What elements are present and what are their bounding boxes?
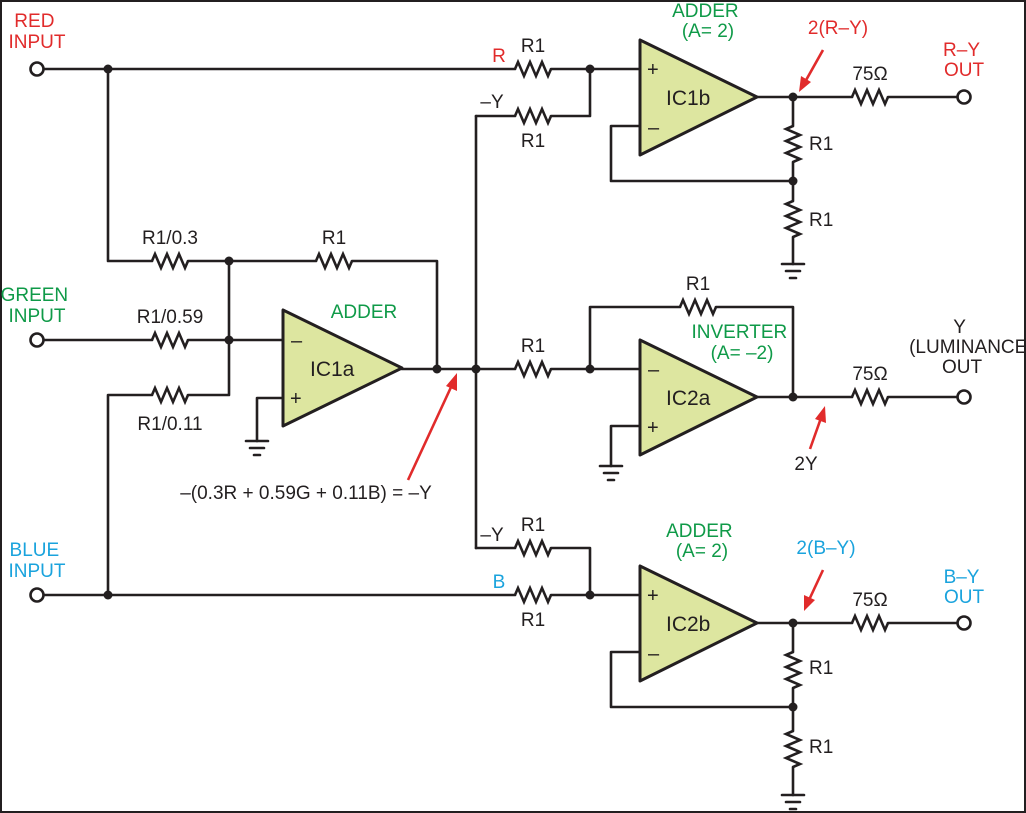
arrow-2y bbox=[808, 406, 826, 450]
green-input-label: GREEN INPUT bbox=[1, 285, 74, 327]
resistor-label-r1-feedback: R1 bbox=[322, 228, 346, 249]
out-signal-2y: 2Y bbox=[794, 454, 818, 475]
resistor-r1-ic2a-feedback bbox=[678, 296, 718, 318]
pin-plus: + bbox=[290, 388, 302, 410]
resistor-r1-ic2b-div-bottom bbox=[782, 729, 804, 769]
resistor-r1-red bbox=[513, 58, 553, 80]
resistor-r1-neg-y-top bbox=[513, 105, 553, 127]
terminal-by-out bbox=[956, 615, 972, 631]
terminal-red-input bbox=[29, 61, 45, 77]
ic2b-title: ADDER (A= 2) bbox=[666, 521, 738, 562]
resistor-label-r1-neg-y-bottom: R1 bbox=[521, 515, 545, 536]
resistor-label-ic1b-div-bottom: R1 bbox=[809, 210, 833, 231]
resistor-75-by bbox=[850, 612, 890, 634]
resistor-label-ic2b-div-top: R1 bbox=[809, 658, 833, 679]
out-signal-2by: 2(B–Y) bbox=[796, 538, 855, 559]
opamp-ic2a: – + IC2a bbox=[638, 338, 759, 457]
resistor-75-y bbox=[850, 386, 890, 408]
ic1a-label: IC1a bbox=[310, 358, 355, 381]
wires bbox=[42, 67, 959, 797]
pin-plus: + bbox=[647, 585, 659, 607]
pin-minus: – bbox=[648, 359, 660, 381]
opamp-ic1b: + – IC1b bbox=[638, 38, 759, 157]
resistor-r1-0.59 bbox=[150, 329, 190, 351]
ground-symbol-ic1a bbox=[244, 439, 270, 457]
pin-plus: + bbox=[647, 417, 659, 439]
resistor-75-ry bbox=[850, 86, 890, 108]
opamp-ic2b: + – IC2b bbox=[638, 564, 759, 683]
resistor-label-r1-0.11: R1/0.11 bbox=[137, 414, 202, 435]
resistor-label-75-y: 75Ω bbox=[852, 364, 887, 385]
resistor-r1-ic1b-div-bottom bbox=[782, 199, 804, 239]
out-signal-2ry: 2(R–Y) bbox=[808, 18, 868, 39]
y-output-label: Y (LUMINANCE) OUT bbox=[909, 317, 1026, 378]
resistor-label-r1-ic2a-feedback: R1 bbox=[686, 274, 710, 295]
terminal-y-out bbox=[956, 389, 972, 405]
ground-symbol-ic1b bbox=[780, 262, 806, 280]
ic1b-label: IC1b bbox=[666, 87, 710, 110]
junction-nodes bbox=[103, 64, 798, 712]
arrow-neg-y bbox=[406, 373, 457, 481]
terminals bbox=[29, 61, 972, 631]
blue-input-label: BLUE INPUT bbox=[9, 540, 66, 582]
annotation-arrows bbox=[406, 49, 826, 611]
resistor-r1-ic2b-div-top bbox=[782, 650, 804, 690]
ground-symbol-ic2a bbox=[598, 464, 624, 482]
ry-output-label: R–Y OUT bbox=[943, 40, 985, 81]
resistor-r1-ic1b-div-top bbox=[782, 124, 804, 164]
resistor-label-r1-0.59: R1/0.59 bbox=[137, 307, 204, 328]
signal-neg-y-bottom-label: –Y bbox=[480, 525, 504, 546]
resistor-label-75-by: 75Ω bbox=[852, 590, 887, 611]
resistor-r1-neg-y-bottom bbox=[513, 537, 553, 559]
resistor-r1-0.11 bbox=[150, 384, 190, 406]
resistor-label-r1-ic2a-in: R1 bbox=[521, 336, 545, 357]
resistor-label-75-ry: 75Ω bbox=[852, 64, 887, 85]
red-input-label: RED INPUT bbox=[9, 11, 66, 53]
resistor-label-ic2b-div-bottom: R1 bbox=[809, 737, 833, 758]
pin-minus: – bbox=[648, 643, 660, 665]
signal-neg-y-top-label: –Y bbox=[480, 92, 504, 113]
terminal-ry-out bbox=[956, 89, 972, 105]
arrow-2ry bbox=[799, 49, 825, 92]
grounds bbox=[244, 262, 806, 811]
terminal-green-input bbox=[29, 332, 45, 348]
resistor-r1-feedback-ic1a bbox=[314, 250, 354, 272]
resistor-label-r1-blue: R1 bbox=[521, 610, 545, 631]
ic2a-title: INVERTER (A= –2) bbox=[691, 322, 792, 364]
signal-b-label: B bbox=[493, 572, 506, 593]
ic1b-title: ADDER (A= 2) bbox=[672, 1, 744, 42]
resistor-label-r1-neg-y-top: R1 bbox=[521, 131, 545, 152]
equation-label: –(0.3R + 0.59G + 0.11B) = –Y bbox=[180, 483, 432, 504]
terminal-blue-input bbox=[29, 587, 45, 603]
pin-plus: + bbox=[647, 59, 659, 81]
resistor-r1-0.3 bbox=[150, 250, 190, 272]
opamp-ic1a: – + IC1a bbox=[281, 308, 404, 428]
signal-r-label: R bbox=[492, 46, 506, 67]
resistors bbox=[150, 58, 890, 769]
pin-minus: – bbox=[291, 330, 303, 352]
pin-minus: – bbox=[648, 117, 660, 139]
resistor-label-r1-0.3: R1/0.3 bbox=[142, 228, 198, 249]
resistor-r1-blue bbox=[513, 584, 553, 606]
ground-symbol-ic2b bbox=[780, 793, 806, 811]
resistor-r1-ic2a-in bbox=[513, 358, 553, 380]
ic1a-title: ADDER bbox=[331, 302, 398, 323]
resistor-label-ic1b-div-top: R1 bbox=[809, 134, 833, 155]
by-output-label: B–Y OUT bbox=[944, 567, 985, 608]
ic2b-label: IC2b bbox=[666, 613, 710, 636]
arrow-2by bbox=[804, 569, 825, 611]
ic2a-label: IC2a bbox=[666, 387, 711, 410]
resistor-label-r1-red: R1 bbox=[521, 36, 545, 57]
